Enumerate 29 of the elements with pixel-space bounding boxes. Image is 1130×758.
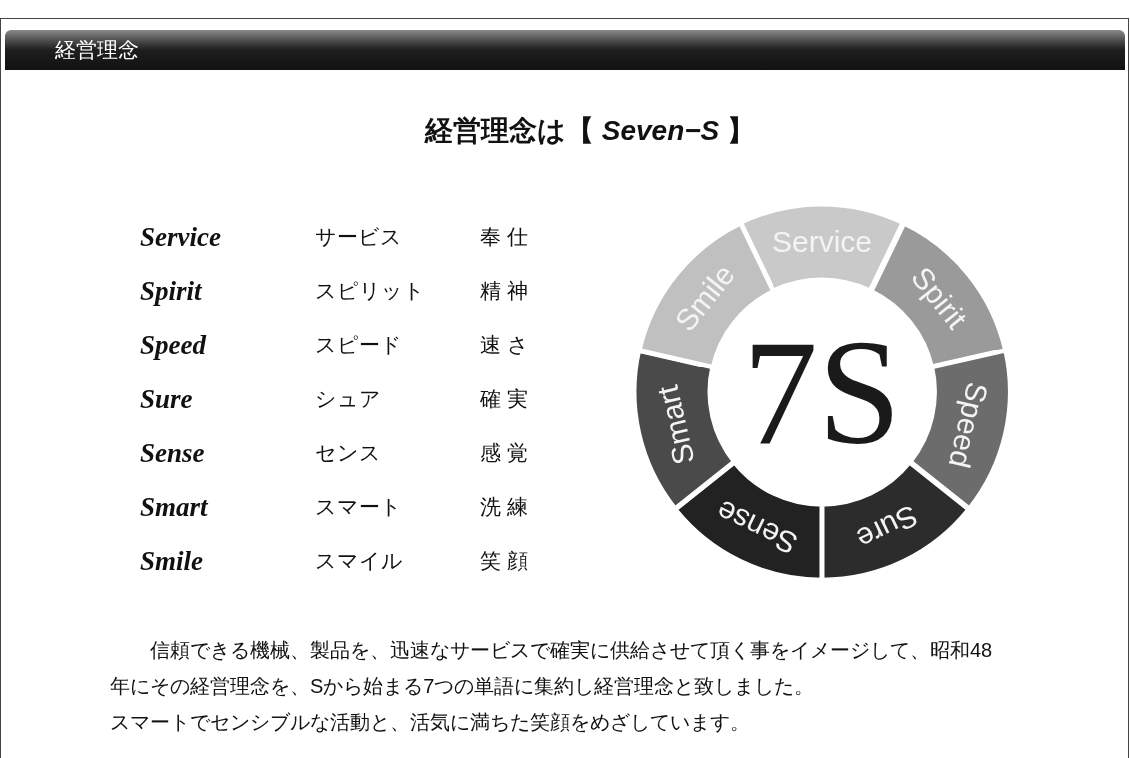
term-kanji: 笑 顔	[480, 548, 529, 575]
term-kanji: 精 神	[480, 278, 529, 305]
term-kanji: 洗 練	[480, 494, 529, 521]
term-kanji: 速 さ	[480, 332, 530, 359]
term-english: Smart	[140, 490, 209, 524]
term-katakana: シュア	[315, 386, 382, 413]
segment-label: Speed	[943, 379, 993, 471]
term-english: Spirit	[140, 274, 203, 308]
term-katakana: スマート	[315, 494, 403, 521]
term-english: Service	[140, 220, 222, 254]
term-katakana: サービス	[315, 224, 403, 251]
segment-label: Sure	[852, 499, 923, 555]
term-katakana: スマイル	[315, 548, 404, 575]
title: 経営理念は【 Seven−S 】	[424, 114, 756, 148]
term-kanji: 感 覚	[480, 440, 529, 467]
term-kanji: 奉 仕	[480, 224, 529, 251]
term-kanji: 確 実	[480, 386, 529, 413]
term-katakana: スピリット	[315, 278, 426, 305]
term-english: Speed	[140, 328, 208, 362]
term-katakana: スピード	[315, 332, 403, 359]
term-english: Sure	[140, 382, 194, 416]
term-english: Sense	[140, 436, 206, 470]
description-paragraph: 信頼できる機械、製品を、迅速なサービスで確実に供給させて頂く事をイメージして、昭和48年にその経営理念を、Sから始まる7つの単語に集約し経営理念と致しました。	[110, 638, 994, 699]
term-english: Smile	[140, 544, 204, 578]
segment-label: Smart	[652, 383, 700, 468]
description-paragraph: スマートでセンシブルな活動と、活気に満ちた笑顔をめざしています。	[110, 710, 751, 735]
header-title: 経営理念	[55, 37, 139, 64]
center-label: 7S	[742, 317, 902, 467]
term-katakana: センス	[315, 440, 382, 467]
